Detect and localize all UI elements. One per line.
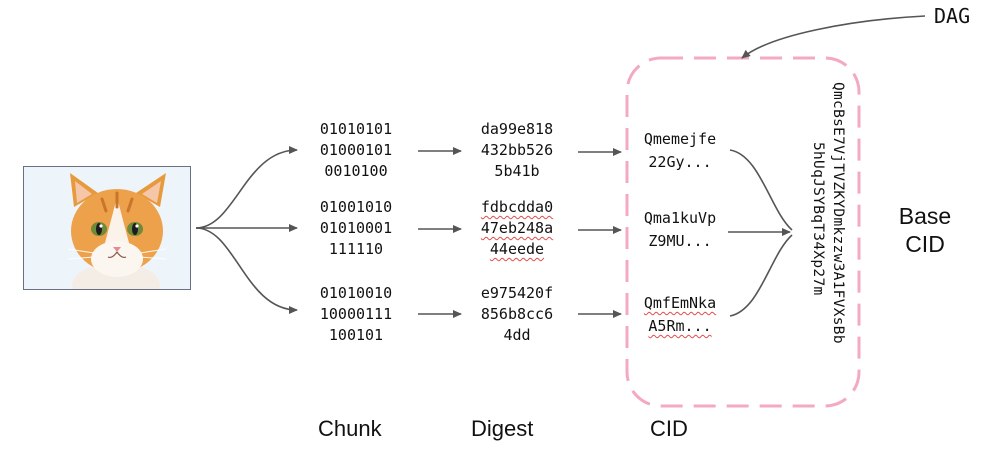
cid-line: A5Rm... <box>648 317 712 335</box>
cat-image <box>24 167 190 289</box>
chunk-line: 01000101 <box>319 141 393 159</box>
chunk-line: 0010100 <box>324 162 388 180</box>
base-cid-label: Base CID <box>890 202 960 258</box>
digest-line: e975420f <box>480 284 554 302</box>
chunk-line: 100101 <box>328 326 384 344</box>
chunk-line: 01010010 <box>319 284 393 302</box>
converge-arrow-bottom <box>729 234 793 317</box>
cid-column-title: CID <box>650 416 688 441</box>
chunk-column-title: Chunk <box>318 416 382 441</box>
digest-line: 856b8cc6 <box>480 305 554 323</box>
digest-line: 44eede <box>489 240 545 258</box>
cid-line: QmfEmNka <box>643 294 717 312</box>
chunk-line: 01010101 <box>319 120 393 138</box>
chunk-line: 01001010 <box>319 198 393 216</box>
cid-line: Qmemejfe <box>643 130 717 148</box>
source-image <box>23 166 191 290</box>
converge-arrow-top <box>729 149 793 231</box>
dag-arrow <box>741 15 926 59</box>
cid-row-3: QmfEmNka A5Rm... <box>628 292 732 338</box>
chunk-row-2: 01001010 01010001 111110 <box>306 197 406 260</box>
digest-row-3: e975420f 856b8cc6 4dd <box>467 283 567 346</box>
digest-row-2: fdbcdda0 47eb248a 44eede <box>467 197 567 260</box>
base-cid-line-1: QmcBsE7VjTVZKYDmkzzw3A1FVXsBb <box>830 82 846 344</box>
cid-line: Qma1kuVp <box>643 209 717 227</box>
chunk-line: 111110 <box>328 240 384 258</box>
digest-row-1: da99e818 432bb526 5b41b <box>467 119 567 182</box>
digest-line: 432bb526 <box>480 141 554 159</box>
digest-line: 4dd <box>503 326 531 344</box>
base-cid-label-line-2: CID <box>905 231 945 257</box>
fanout-arrow-bottom <box>195 227 298 314</box>
cid-row-2: Qma1kuVp Z9MU... <box>628 207 732 253</box>
base-cid-value: QmcBsE7VjTVZKYDmkzzw3A1FVXsBb 5hUqJSYBqT… <box>810 82 846 392</box>
cid-row-1: Qmemejfe 22Gy... <box>628 128 732 174</box>
dag-label: DAG <box>934 4 971 28</box>
chunk-row-3: 01010010 10000111 100101 <box>306 283 406 346</box>
fanout-arrow-top <box>195 146 298 229</box>
digest-line: 5b41b <box>494 162 540 180</box>
chunk-line: 10000111 <box>319 305 393 323</box>
chunk-row-1: 01010101 01000101 0010100 <box>306 119 406 182</box>
base-cid-label-line-1: Base <box>898 203 952 229</box>
digest-line: da99e818 <box>480 120 554 138</box>
digest-line: fdbcdda0 <box>480 198 554 216</box>
chunk-line: 01010001 <box>319 219 393 237</box>
base-cid-line-2: 5hUqJSYBqT34Xp27m <box>810 142 826 296</box>
digest-column-title: Digest <box>471 416 534 441</box>
cid-line: Z9MU... <box>648 232 712 250</box>
cid-line: 22Gy... <box>648 153 712 171</box>
digest-line: 47eb248a <box>480 219 554 237</box>
